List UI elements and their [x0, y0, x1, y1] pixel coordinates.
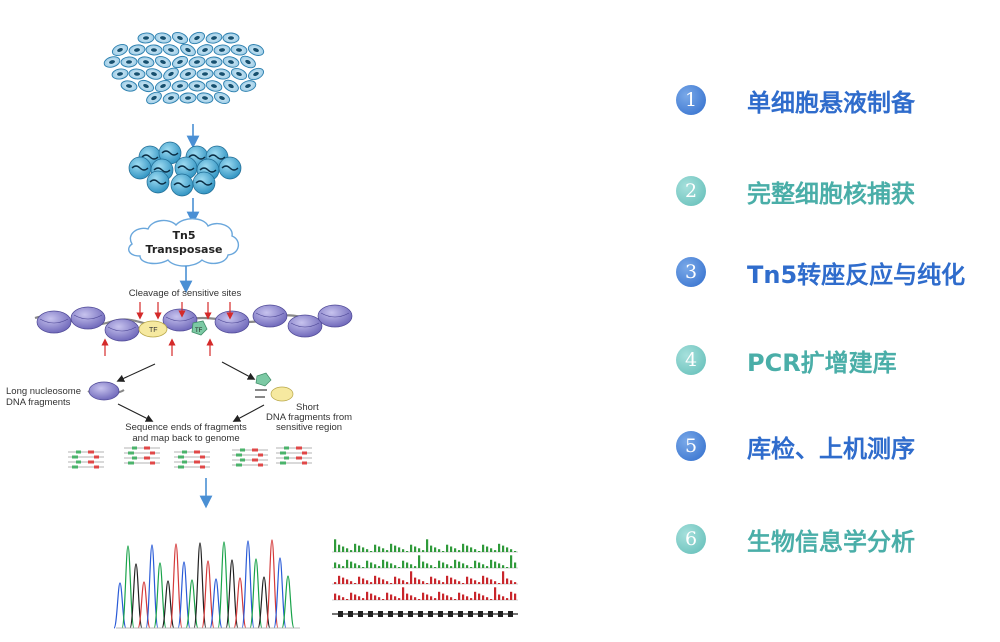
long-fragment-graphic: [87, 381, 125, 401]
tf-protein-green: TF: [191, 320, 208, 336]
chromatin-strand-graphic: TF TF: [34, 302, 353, 356]
step-item-6: 6 生物信息学分析: [676, 517, 915, 561]
step-item-2: 2 完整细胞核捕获: [676, 169, 915, 213]
tn5-label-line2: Transposase: [146, 243, 223, 256]
sequencing-chromatogram: [113, 520, 300, 632]
step-number-badge: 3: [676, 257, 706, 287]
step-item-5: 5 库检、上机测序: [676, 424, 915, 468]
arrow-long-to-sequence: [117, 403, 154, 422]
step-item-3: 3 Tn5转座反应与纯化: [676, 250, 965, 294]
long-fragments-label-1: Long nucleosome: [6, 386, 81, 397]
step-number-badge: 2: [676, 176, 706, 206]
arrow-to-long-fragments: [116, 363, 156, 382]
tf-protein-yellow: TF: [138, 320, 168, 338]
arrow-to-short-fragments: [221, 361, 256, 380]
cell-cluster-graphic: [103, 31, 265, 105]
step-label: 库检、上机测序: [747, 434, 915, 463]
cleavage-arrows: [101, 302, 234, 356]
step-item-4: 4 PCR扩增建库: [676, 338, 897, 382]
step-label: Tn5转座反应与纯化: [747, 260, 966, 289]
step-number-badge: 1: [676, 85, 706, 115]
short-fragments-label-1: Short: [296, 402, 319, 413]
long-fragments-label-2: DNA fragments: [6, 397, 71, 408]
nuclei-cluster-graphic: [128, 141, 242, 197]
mapped-reads-graphic: [68, 446, 312, 469]
step-number-badge: 6: [676, 524, 706, 554]
arrow-short-to-sequence: [232, 404, 265, 422]
step-label: PCR扩增建库: [747, 348, 897, 377]
cleavage-label: Cleavage of sensitive sites: [129, 288, 242, 299]
step-number-badge: 5: [676, 431, 706, 461]
step-label: 生物信息学分析: [747, 527, 915, 556]
step-number-badge: 4: [676, 345, 706, 375]
tf-label-2: TF: [195, 328, 203, 334]
step-item-1: 1 单细胞悬液制备: [676, 78, 915, 122]
step-label: 完整细胞核捕获: [747, 179, 915, 208]
short-fragments-label-3: sensitive region: [276, 422, 342, 433]
step-label: 单细胞悬液制备: [747, 88, 915, 117]
tf-label-1: TF: [149, 327, 158, 334]
atac-workflow-figure: Tn5 Transposase Cleavage of sensitive si…: [6, 31, 520, 632]
tn5-label-line1: Tn5: [173, 229, 196, 242]
workflow-svg: Tn5 Transposase Cleavage of sensitive si…: [6, 31, 520, 632]
tn5-cloud: Tn5 Transposase: [128, 218, 239, 267]
genome-browser-tracks: [328, 538, 520, 628]
short-fragment-graphic: [255, 372, 294, 402]
short-fragments-label-2: DNA fragments from: [266, 412, 352, 423]
sequence-label-1: Sequence ends of fragments: [125, 422, 247, 433]
sequence-label-2: and map back to genome: [132, 433, 239, 444]
